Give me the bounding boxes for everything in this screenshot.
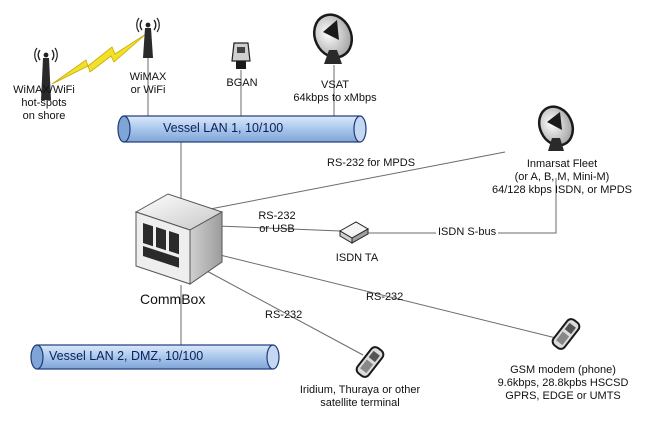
rs232-mpds-label: RS-232 for MPDS xyxy=(327,157,416,169)
usb-link xyxy=(217,225,341,232)
isdn-sbus-link xyxy=(364,178,557,234)
vessel-lan-1-bus xyxy=(117,115,367,143)
bgan-label: BGAN xyxy=(226,77,258,89)
gsm-link xyxy=(219,254,557,339)
iridium-link xyxy=(204,269,364,356)
vessel-lan-2-bus xyxy=(30,344,280,370)
bgan-terminal-icon xyxy=(231,42,251,69)
shore-hotspot-label: WiMAX/WiFi hot-spots on shore xyxy=(13,84,75,122)
vessel-lan-1-label: Vessel LAN 1, 10/100 xyxy=(163,121,284,135)
vessel-lan-2-label: Vessel LAN 2, DMZ, 10/100 xyxy=(49,349,204,363)
wimax-label: WiMAX or WiFi xyxy=(129,71,167,96)
handset-icon xyxy=(551,318,581,350)
handset-icon xyxy=(355,346,385,378)
antenna-icon xyxy=(136,17,160,58)
isdn-ta-label: ISDN TA xyxy=(335,252,379,264)
isdn-ta-box-icon xyxy=(338,221,370,244)
satellite-dish-icon xyxy=(312,13,354,64)
satellite-dish-icon xyxy=(537,105,575,151)
rs232-gsm-label: RS-232 xyxy=(366,291,404,303)
rs232-iridium-label: RS-232 xyxy=(265,309,303,321)
commbox-label: CommBox xyxy=(140,291,206,307)
antenna-icon xyxy=(34,47,58,100)
rs232-usb-label: RS-232 or USB xyxy=(258,210,296,235)
commbox-server-icon xyxy=(134,193,224,285)
inmarsat-label: Inmarsat Fleet (or A, B, M, Mini-M) 64/1… xyxy=(491,158,632,196)
isdn-sbus-label: ISDN S-bus xyxy=(436,226,499,239)
mpds-link xyxy=(204,151,506,211)
vsat-label: VSAT 64kbps to xMbps xyxy=(293,79,377,104)
iridium-label: Iridium, Thuraya or other satellite term… xyxy=(299,384,421,409)
connection-lines xyxy=(147,58,557,356)
gsm-label: GSM modem (phone) 9.6kbps, 28.8kpbs HSCS… xyxy=(497,364,629,402)
